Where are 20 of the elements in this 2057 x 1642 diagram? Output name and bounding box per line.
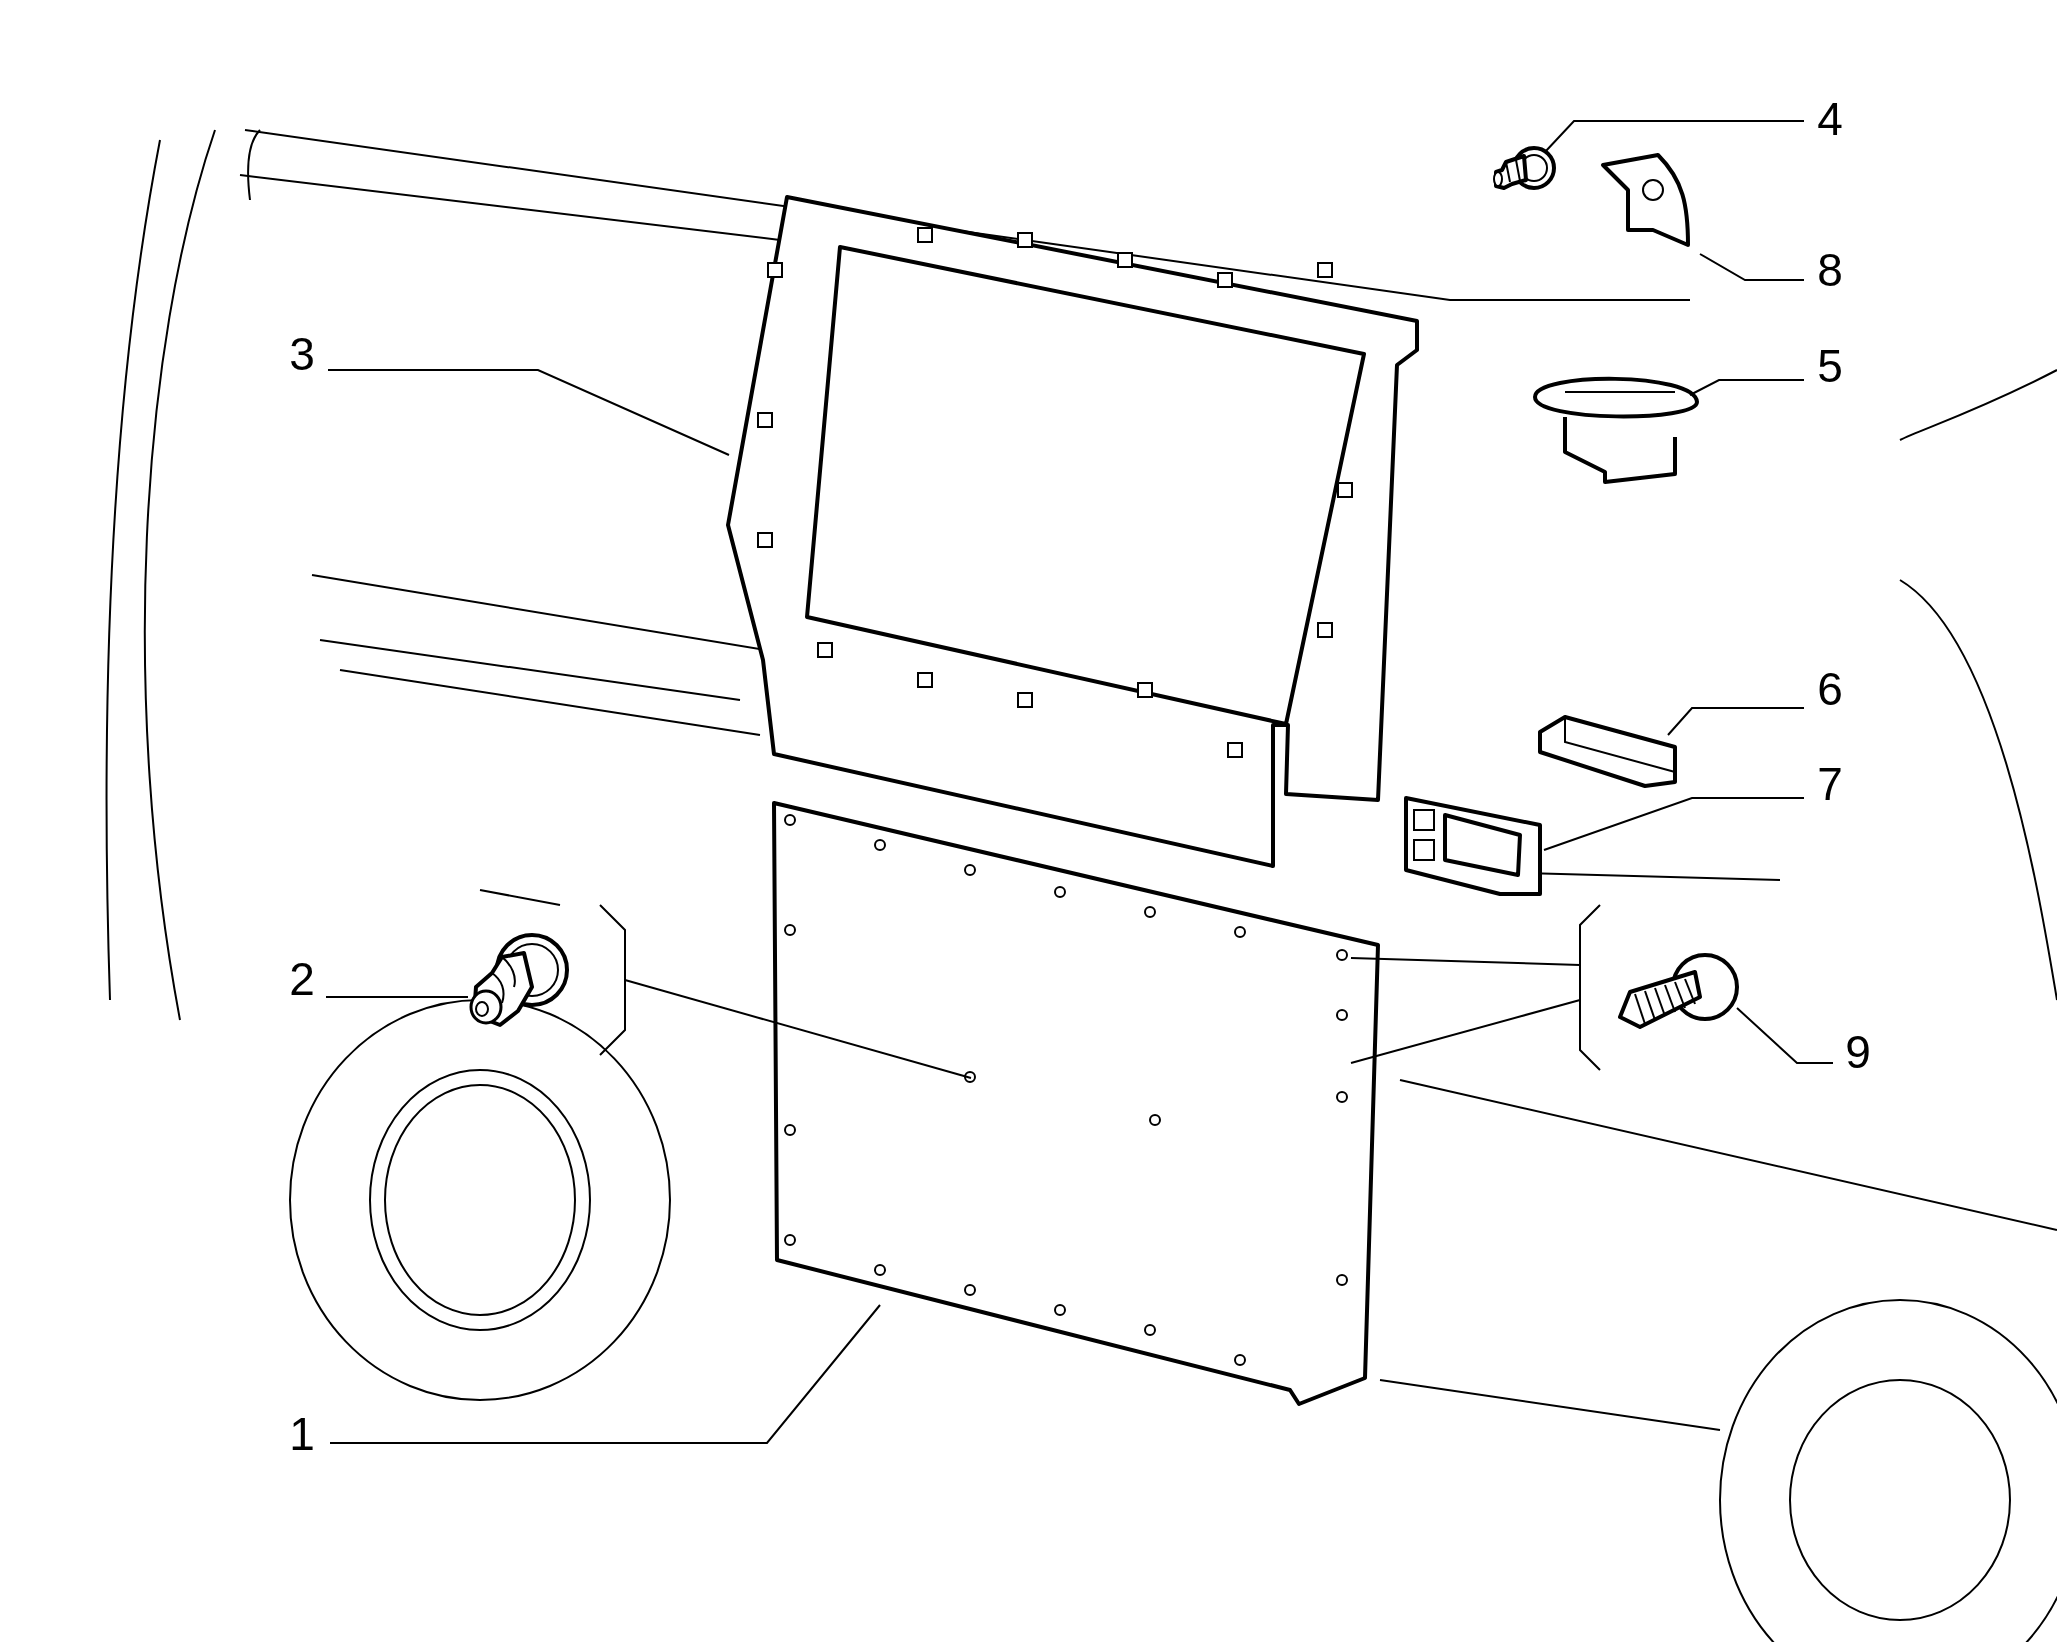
leader-line	[1736, 1007, 1834, 1064]
callout-number: 4	[1808, 95, 1852, 143]
assembly-line	[1350, 999, 1581, 1064]
leader-line	[327, 369, 730, 456]
leader-line	[1544, 120, 1805, 153]
callout-number: 5	[1808, 342, 1852, 390]
leader-line	[1689, 379, 1805, 396]
leader-line	[1699, 253, 1805, 281]
callout-number: 9	[1836, 1028, 1880, 1076]
callout-number: 3	[280, 330, 324, 378]
callout-number: 1	[280, 1410, 324, 1458]
callout-number: 8	[1808, 246, 1852, 294]
callout-number: 6	[1808, 665, 1852, 713]
leader-line	[1543, 797, 1805, 851]
assembly-line	[624, 979, 972, 1079]
callout-number: 2	[280, 955, 324, 1003]
leader-line	[329, 1304, 881, 1444]
leader-line	[1667, 707, 1805, 736]
callout-number: 7	[1808, 760, 1852, 808]
assembly-line	[1350, 957, 1581, 966]
